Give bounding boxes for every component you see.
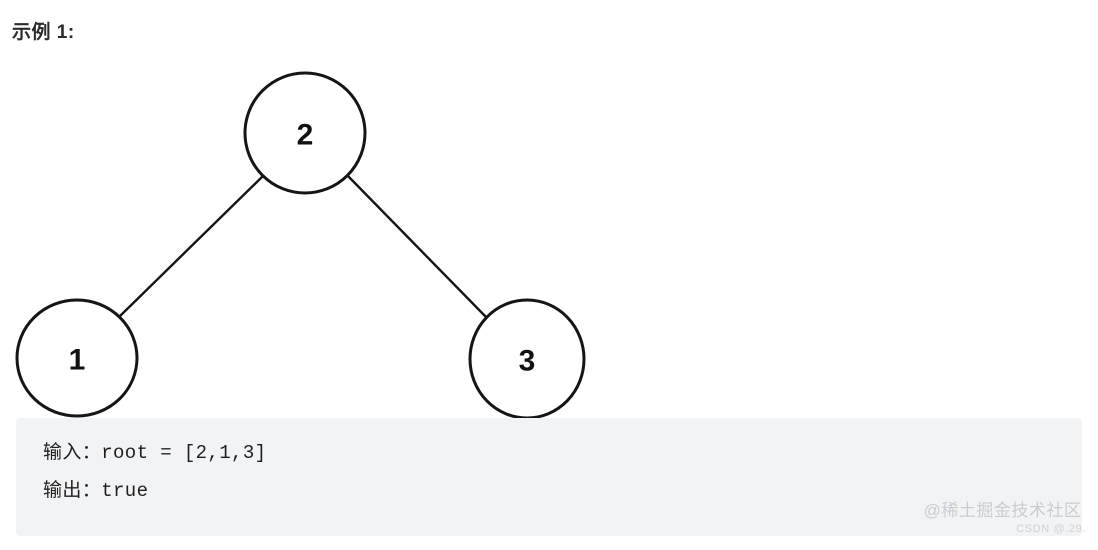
tree-node-root: 2 [243, 71, 367, 195]
tree-node-label-left: 1 [69, 344, 86, 377]
binary-tree-diagram: 2 1 3 [0, 60, 640, 430]
tree-node-circle [243, 71, 367, 195]
code-line-input: 输入：root = [2,1,3] [43, 442, 267, 464]
tree-node-label-right: 3 [519, 345, 536, 378]
tree-edge-root-left [118, 174, 265, 318]
tree-node-circle [15, 298, 139, 418]
binary-tree-svg: 2 1 3 [15, 71, 586, 420]
code-line-output: 输出：true [43, 480, 149, 502]
page-title: 示例 1: [12, 22, 75, 43]
tree-edge-root-right [344, 172, 488, 319]
tree-node-left: 1 [15, 298, 139, 418]
tree-node-right: 3 [468, 298, 586, 420]
example-io-code-block: 输入：root = [2,1,3] 输出：true [16, 418, 1082, 536]
tree-node-label-root: 2 [297, 119, 314, 152]
